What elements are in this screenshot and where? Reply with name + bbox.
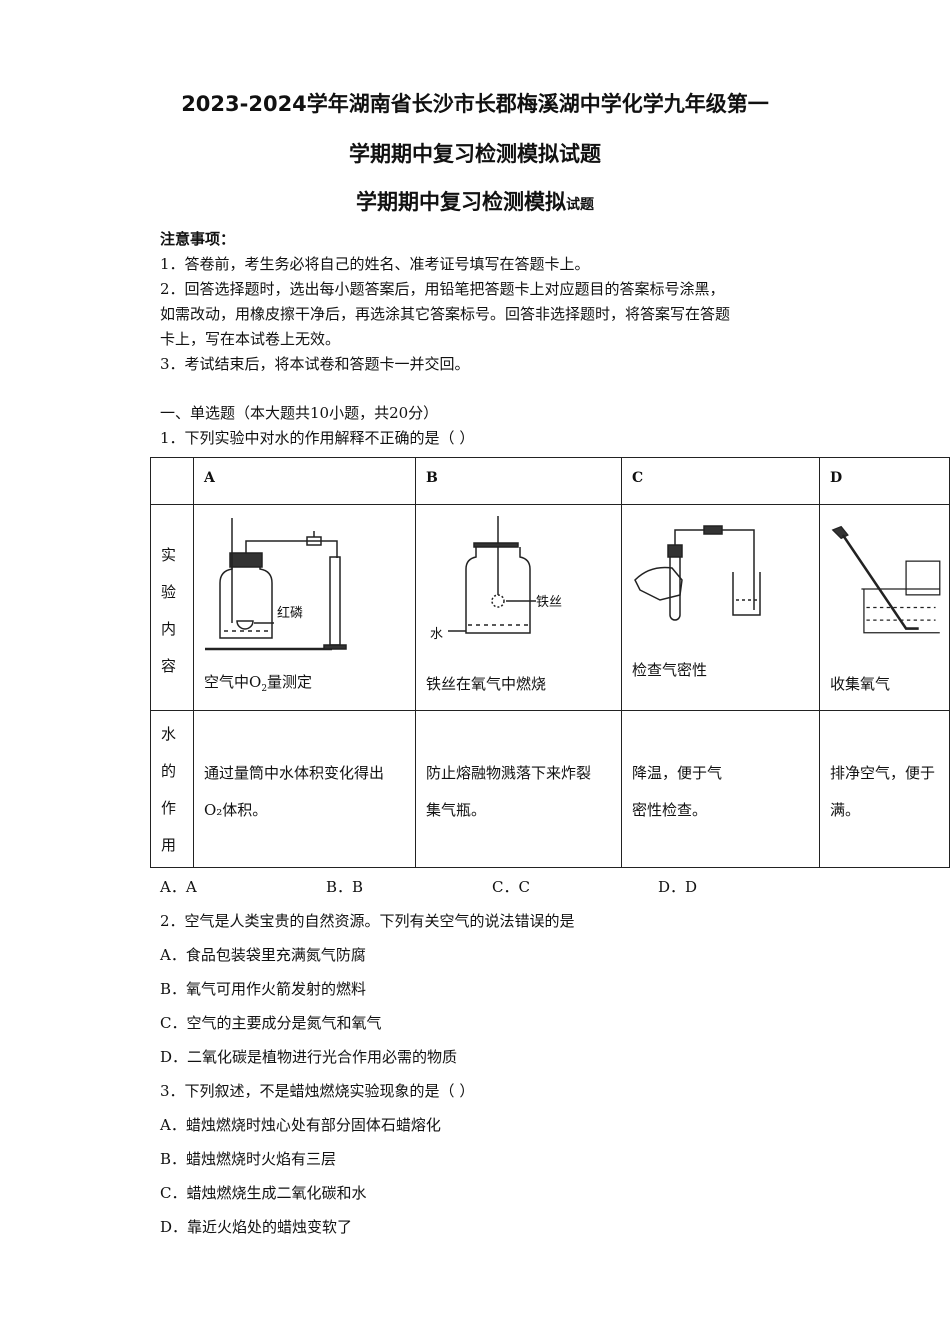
content-c-caption: 检查气密性 (632, 661, 708, 679)
notes-heading: 注意事项： (160, 230, 236, 248)
role-text: 密性检查。 (632, 801, 708, 819)
question-1-stem: 1．下列实验中对水的作用解释不正确的是（ ） (160, 429, 475, 447)
figure-label-water: 水 (430, 627, 444, 642)
role-text: 排净空气，便于 (830, 764, 936, 782)
question-1-table: A B C D 实 验 内 容 红磷 空气中O2量测定 (150, 457, 950, 868)
q1-option-d[interactable]: D．D (658, 878, 698, 896)
header-label: D (830, 470, 843, 486)
header-b: B (415, 457, 622, 505)
caption-text: 量测定 (267, 673, 313, 691)
q3-option-b[interactable]: B．蜡烛燃烧时火焰有三层 (160, 1150, 337, 1168)
q2-option-c[interactable]: C．空气的主要成分是氮气和氧气 (160, 1014, 382, 1032)
figure-label-red-phosphorus: 红磷 (277, 606, 304, 621)
note-item: 2．回答选择题时，选出每小题答案后，用铅笔把答题卡上对应题目的答案标号涂黑， (160, 280, 725, 298)
iron-wire-burning-figure (448, 516, 536, 634)
title-line-3: 学期期中复习检测模拟试题 (0, 186, 950, 216)
role-b-cell: 防止熔融物溅落下来炸裂集气瓶。 (415, 710, 622, 868)
q2-option-d[interactable]: D．二氧化碳是植物进行光合作用必需的物质 (160, 1048, 458, 1066)
role-text: O₂体积。 (204, 801, 268, 819)
content-d-caption: 收集氧气 (830, 675, 891, 693)
row-label-char: 用 (161, 836, 177, 854)
content-d-cell: 收集氧气 (819, 504, 950, 711)
row-label-char: 容 (161, 657, 177, 675)
row-label-char: 实 (161, 546, 177, 564)
header-label: A (204, 470, 215, 486)
question-2-stem: 2．空气是人类宝贵的自然资源。下列有关空气的说法错误的是 (160, 912, 575, 930)
q3-option-a[interactable]: A．蜡烛燃烧时烛心处有部分固体石蜡熔化 (160, 1116, 441, 1134)
role-c-cell: 降温，便于气密性检查。 (621, 710, 820, 868)
role-text: 满。 (830, 801, 861, 819)
caption-text: 空气中O (204, 673, 262, 691)
q3-option-c[interactable]: C．蜡烛燃烧生成二氧化碳和水 (160, 1184, 367, 1202)
header-label: C (632, 470, 644, 486)
role-text: 通过量筒中水体积变化得出 (204, 764, 385, 782)
header-c: C (621, 457, 820, 505)
title-line-3-small: 试题 (566, 197, 594, 213)
row-label-char: 内 (161, 620, 177, 638)
row-label-char: 的 (161, 762, 177, 780)
note-item: 3．考试结束后，将本试卷和答题卡一并交回。 (160, 355, 470, 373)
figure-label-iron-wire: 铁丝 (536, 595, 563, 610)
role-a-cell: 通过量筒中水体积变化得出 O₂体积。 (193, 710, 416, 868)
content-b-cell: 铁丝 水 铁丝在氧气中燃烧 (415, 504, 622, 711)
content-b-caption: 铁丝在氧气中燃烧 (426, 675, 547, 693)
q1-option-c[interactable]: C．C (492, 878, 530, 896)
q1-option-a[interactable]: A．A (160, 878, 197, 896)
caption-subscript: 2 (261, 684, 268, 694)
header-d: D (819, 457, 950, 505)
title-line-3-main: 学期期中复习检测模拟 (356, 190, 566, 214)
role-text: 集气瓶。 (426, 801, 487, 819)
row-label-content: 实 验 内 容 (150, 504, 194, 711)
airtightness-check-figure (634, 525, 761, 621)
q2-option-a[interactable]: A．食品包装袋里充满氮气防腐 (160, 946, 366, 964)
header-a: A (193, 457, 416, 505)
content-c-cell: 检查气密性 (621, 504, 820, 711)
title-line-2: 学期期中复习检测模拟试题 (349, 142, 601, 166)
row-label-char: 验 (161, 583, 177, 601)
role-text: 降温，便于气 (632, 764, 723, 782)
role-d-cell: 排净空气，便于满。 (819, 710, 950, 868)
note-item: 卡上，写在本试卷上无效。 (160, 330, 341, 348)
row-label-role: 水 的 作 用 (150, 710, 194, 868)
note-item: 如需改动，用橡皮擦干净后，再选涂其它答案标号。回答非选择题时，将答案写在答题 (160, 305, 731, 323)
red-phosphorus-apparatus-figure (205, 518, 347, 651)
section-heading: 一、单选题（本大题共10小题，共20分） (160, 404, 439, 422)
q1-option-b[interactable]: B．B (326, 878, 364, 896)
corner-cell (150, 457, 194, 505)
oxygen-collection-figure (831, 525, 941, 634)
header-label: B (426, 470, 438, 486)
q2-option-b[interactable]: B．氧气可用作火箭发射的燃料 (160, 980, 367, 998)
question-3-stem: 3．下列叙述，不是蜡烛燃烧实验现象的是（ ） (160, 1082, 475, 1100)
role-text: 防止熔融物溅落下来炸裂 (426, 764, 592, 782)
note-item: 1．答卷前，考生务必将自己的姓名、准考证号填写在答题卡上。 (160, 255, 590, 273)
row-label-char: 水 (161, 725, 177, 743)
content-a-caption: 空气中O2量测定 (204, 671, 312, 694)
row-label-char: 作 (161, 799, 177, 817)
title-line-1: 2023-2024学年湖南省长沙市长郡梅溪湖中学化学九年级第一 (181, 92, 769, 116)
q3-option-d[interactable]: D．靠近火焰处的蜡烛变软了 (160, 1218, 353, 1236)
content-a-cell: 红磷 空气中O2量测定 (193, 504, 416, 711)
